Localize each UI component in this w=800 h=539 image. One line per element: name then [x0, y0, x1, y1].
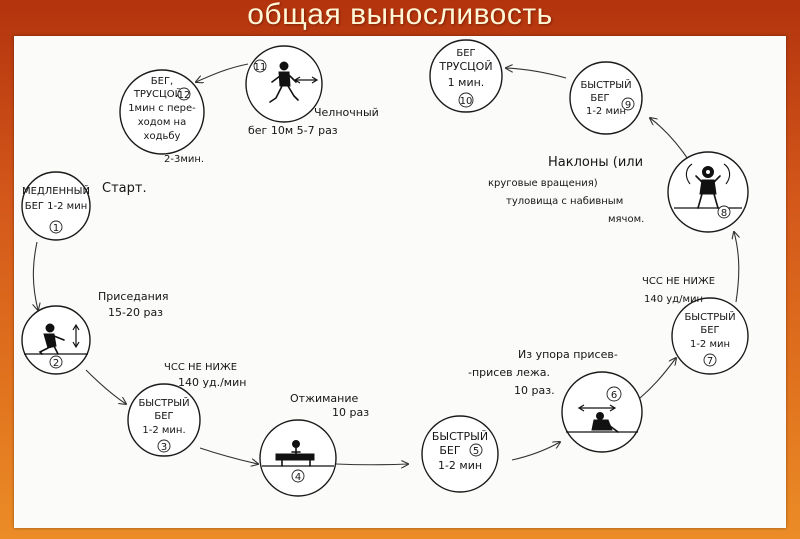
bends-label-line-3: туловища с набивным	[506, 196, 623, 207]
station-9-line-3: 1-2 мин	[586, 106, 626, 117]
station-5-number: 5	[473, 446, 479, 457]
flow-arrow-8-9	[650, 118, 691, 163]
left-right-arrow-icon	[577, 404, 617, 412]
shuttle-label-line-1: Челночный	[314, 106, 379, 119]
squat-figure-icon	[38, 323, 65, 355]
up-down-arrow-icon	[72, 323, 80, 349]
station-2: 2	[21, 305, 91, 375]
flow-arrow-5-6	[511, 442, 560, 461]
station-12-number: 12	[178, 90, 191, 101]
station-5-circle	[421, 415, 499, 493]
station-8: 8	[667, 151, 749, 233]
station-2-circle	[21, 305, 91, 375]
burpee-label-line-2: -присев лежа.	[468, 366, 550, 379]
station-11-number: 11	[254, 62, 267, 73]
bends-label-line-2: круговые вращения)	[488, 178, 598, 189]
station-5: БЫСТРЫЙ БЕГ 1-2 мин 5	[421, 415, 499, 493]
hr-left-line-2: 140 уд./мин	[178, 376, 246, 389]
station-1-line-1: МЕДЛЕННЫЙ	[22, 184, 90, 197]
diagram-paper: МЕДЛЕННЫЙ БЕГ 1-2 мин 1 2 БЫСТРЫЙ БЕГ 1-…	[14, 36, 786, 528]
station-4: 4	[259, 419, 337, 497]
station-8-number: 8	[721, 208, 727, 219]
station-7-line-2: БЕГ	[700, 325, 719, 336]
pushup-figure-icon	[275, 440, 315, 467]
burpee-label-line-3: 10 раз.	[514, 384, 555, 397]
flow-arrow-4-5	[335, 464, 408, 465]
station-9-line-1: БЫСТРЫЙ	[580, 78, 631, 91]
hr-left-line-1: ЧСС НЕ НИЖЕ	[164, 362, 237, 373]
station-6-circle	[561, 371, 643, 453]
hr-right-line-1: ЧСС НЕ НИЖЕ	[642, 276, 715, 287]
pushups-label-line-1: Отжимание	[290, 392, 359, 405]
runner-figure-icon	[269, 61, 299, 103]
station-7-line-1: БЫСТРЫЙ	[684, 310, 735, 323]
flow-arrow-11-12	[196, 63, 249, 82]
slide-title: общая выносливость	[247, 0, 553, 31]
station-3: БЫСТРЫЙ БЕГ 1-2 мин. 3	[127, 383, 201, 457]
station-5-line-2: БЕГ	[439, 444, 460, 457]
flow-arrow-2-3	[85, 369, 126, 404]
rotation-arrows-icon	[685, 163, 731, 185]
bends-label-line-4: мячом.	[608, 214, 644, 225]
station-7: БЫСТРЫЙ БЕГ 1-2 мин 7	[671, 297, 749, 375]
station-5-line-1: БЫСТРЫЙ	[432, 430, 488, 443]
walk-time-label: 2-3мин.	[164, 154, 204, 165]
station-5-line-3: 1-2 мин	[438, 459, 482, 472]
pushups-label-line-2: 10 раз	[332, 406, 369, 419]
station-6-number: 6	[611, 390, 617, 401]
station-1-circle	[21, 171, 91, 241]
bends-label-line-1: Наклоны (или	[548, 155, 643, 170]
station-10-number: 10	[460, 96, 473, 107]
burpee-figure-icon	[591, 412, 619, 433]
burpee-label-line-1: Из упора присев-	[518, 348, 618, 361]
station-10-circle	[429, 39, 503, 113]
station-12-line-1: БЕГ,	[151, 76, 173, 87]
flow-arrow-9-10	[506, 68, 567, 79]
flow-arrow-1-2	[33, 241, 38, 310]
hr-right-line-2: 140 уд/мин	[644, 294, 703, 305]
station-3-circle	[127, 383, 201, 457]
station-4-number: 4	[295, 472, 301, 483]
flow-arrow-3-4	[199, 447, 258, 464]
station-9: БЫСТРЫЙ БЕГ 1-2 мин 9	[569, 61, 643, 135]
station-3-line-3: 1-2 мин.	[142, 425, 185, 436]
station-6: 6	[561, 371, 643, 453]
station-12-line-2: ТРУСЦОЙ	[133, 87, 182, 100]
station-7-line-3: 1-2 мин	[690, 339, 730, 350]
station-3-line-1: БЫСТРЫЙ	[138, 396, 189, 409]
station-10-line-3: 1 мин.	[448, 76, 485, 89]
station-7-circle	[671, 297, 749, 375]
station-12: БЕГ, ТРУСЦОЙ 1мин с пере- ходом на ходьб…	[119, 69, 205, 155]
station-9-number: 9	[625, 100, 631, 111]
flow-arrow-6-7	[639, 358, 676, 399]
station-10-line-1: БЕГ	[456, 48, 475, 59]
station-1-number: 1	[53, 223, 59, 234]
station-12-line-3: 1мин с пере-	[128, 103, 196, 114]
station-11: 11	[245, 45, 323, 123]
station-9-line-2: БЕГ	[590, 93, 609, 104]
squats-label-line-1: Приседания	[98, 290, 169, 303]
station-1-line-2: БЕГ 1-2 мин	[25, 201, 88, 212]
station-2-number: 2	[53, 358, 59, 369]
station-12-line-5: ходьбу	[144, 131, 181, 142]
station-3-number: 3	[161, 442, 167, 453]
station-9-circle	[569, 61, 643, 135]
medicine-ball-figure-icon	[695, 166, 721, 209]
shuttle-label-line-2: бег 10м 5-7 раз	[248, 124, 338, 137]
left-right-arrow-icon	[293, 76, 319, 84]
start-label: Старт.	[102, 181, 147, 196]
station-7-number: 7	[707, 356, 713, 367]
station-12-line-4: ходом на	[138, 117, 186, 128]
flow-arrow-7-8	[734, 232, 739, 303]
circuit-diagram: МЕДЛЕННЫЙ БЕГ 1-2 мин 1 2 БЫСТРЫЙ БЕГ 1-…	[21, 39, 749, 497]
station-10-line-2: ТРУСЦОЙ	[438, 60, 492, 73]
station-3-line-2: БЕГ	[154, 411, 173, 422]
squats-label-line-2: 15-20 раз	[108, 306, 163, 319]
station-1: МЕДЛЕННЫЙ БЕГ 1-2 мин 1	[21, 171, 91, 241]
station-10: БЕГ ТРУСЦОЙ 1 мин. 10	[429, 39, 503, 113]
